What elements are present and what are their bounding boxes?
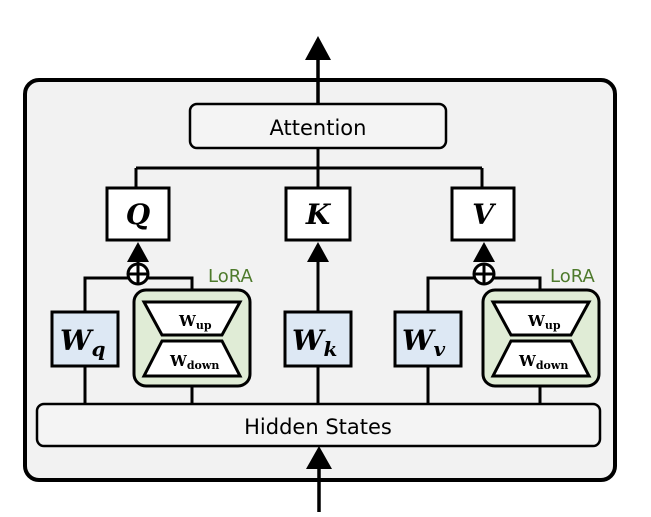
attention-label: Attention [270, 116, 367, 140]
lora-left-to-sum [148, 276, 194, 290]
lora-right-wdown-shape [490, 339, 592, 378]
wv-to-sum [426, 276, 474, 312]
lora-left-wdown-label: Wdown [169, 352, 219, 372]
k-arrow-head [307, 242, 329, 262]
wq-box [50, 310, 120, 368]
wk-label: Wk [292, 324, 337, 361]
k-label: K [305, 198, 332, 231]
output-arrow-head [305, 36, 331, 60]
wv-label: Wv [402, 324, 445, 361]
lora-right-wup-shape [490, 300, 592, 337]
lora-left-wup-shape [141, 300, 243, 337]
q-arrow-head [127, 242, 149, 262]
v-box [450, 186, 516, 242]
lora-right-to-sum [494, 276, 542, 290]
q-label: Q [126, 198, 150, 231]
input-arrow-head [306, 446, 332, 469]
v-label: V [472, 198, 497, 231]
lora-right-wup-label: Wup [527, 312, 561, 332]
lora-left-wup-label: Wup [178, 312, 212, 332]
v-arrow-head [473, 242, 495, 262]
hidden-states-label: Hidden States [244, 415, 392, 439]
wq-label: Wq [60, 324, 105, 361]
wq-to-sum [83, 276, 128, 312]
lora-right-label: LoRA [550, 266, 596, 287]
q-box [105, 186, 171, 242]
k-box [284, 186, 352, 242]
lora-left-label: LoRA [208, 266, 254, 287]
lora-left-wdown-shape [141, 339, 243, 378]
lora-right-wdown-label: Wdown [518, 352, 568, 372]
hidden-states-box [35, 402, 602, 448]
